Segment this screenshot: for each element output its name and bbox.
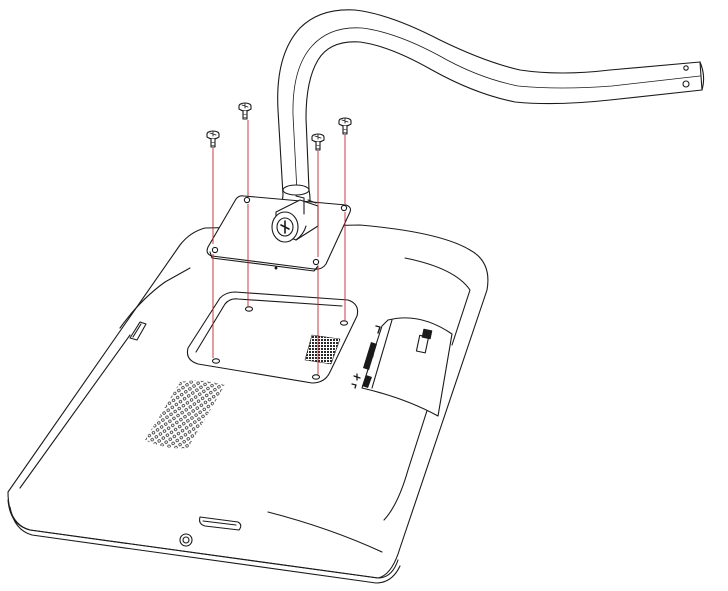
stand-arm-icon [277,9,705,216]
screw-icon [206,102,352,151]
lock-hole-icon [179,533,193,547]
hinge-icon [271,195,319,243]
handle-slot-icon [199,516,242,531]
io-port-icon [351,317,453,417]
monitor-back-icon [7,224,489,584]
vent-icon [304,334,341,365]
speaker-grille-icon [145,380,225,449]
alignment-guide-lines [212,120,346,375]
side-button-icon [129,321,147,341]
